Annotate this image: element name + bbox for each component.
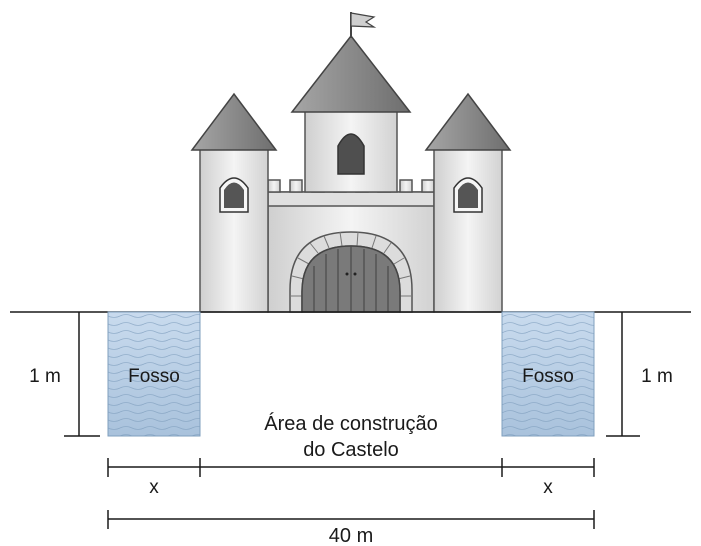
area-label-line2: do Castelo <box>303 439 399 461</box>
right-tower <box>433 147 503 313</box>
central-roof <box>290 34 412 113</box>
left-depth-label: 1 m <box>29 366 61 387</box>
castle <box>190 12 512 313</box>
right-moat <box>501 311 595 437</box>
right-width-label: x <box>543 477 553 498</box>
left-width-label: x <box>149 477 159 498</box>
arch-stones <box>290 231 412 297</box>
left-moat <box>107 311 201 437</box>
left-moat-label: Fosso <box>128 366 180 387</box>
total-width-dimension <box>107 510 595 529</box>
width-dimension-segments <box>107 458 595 477</box>
right-depth-label: 1 m <box>641 366 673 387</box>
right-roof <box>424 92 512 151</box>
wall-band <box>267 191 435 207</box>
right-moat-label: Fosso <box>522 366 574 387</box>
central-window <box>337 133 365 175</box>
left-tower <box>199 147 269 313</box>
right-depth-dimension <box>606 312 640 437</box>
left-depth-dimension <box>64 312 100 437</box>
left-roof <box>190 92 278 151</box>
gate-planks <box>313 246 389 312</box>
area-label-line1: Área de construção <box>264 412 437 435</box>
flag <box>350 12 377 38</box>
total-width-label: 40 m <box>329 525 373 546</box>
